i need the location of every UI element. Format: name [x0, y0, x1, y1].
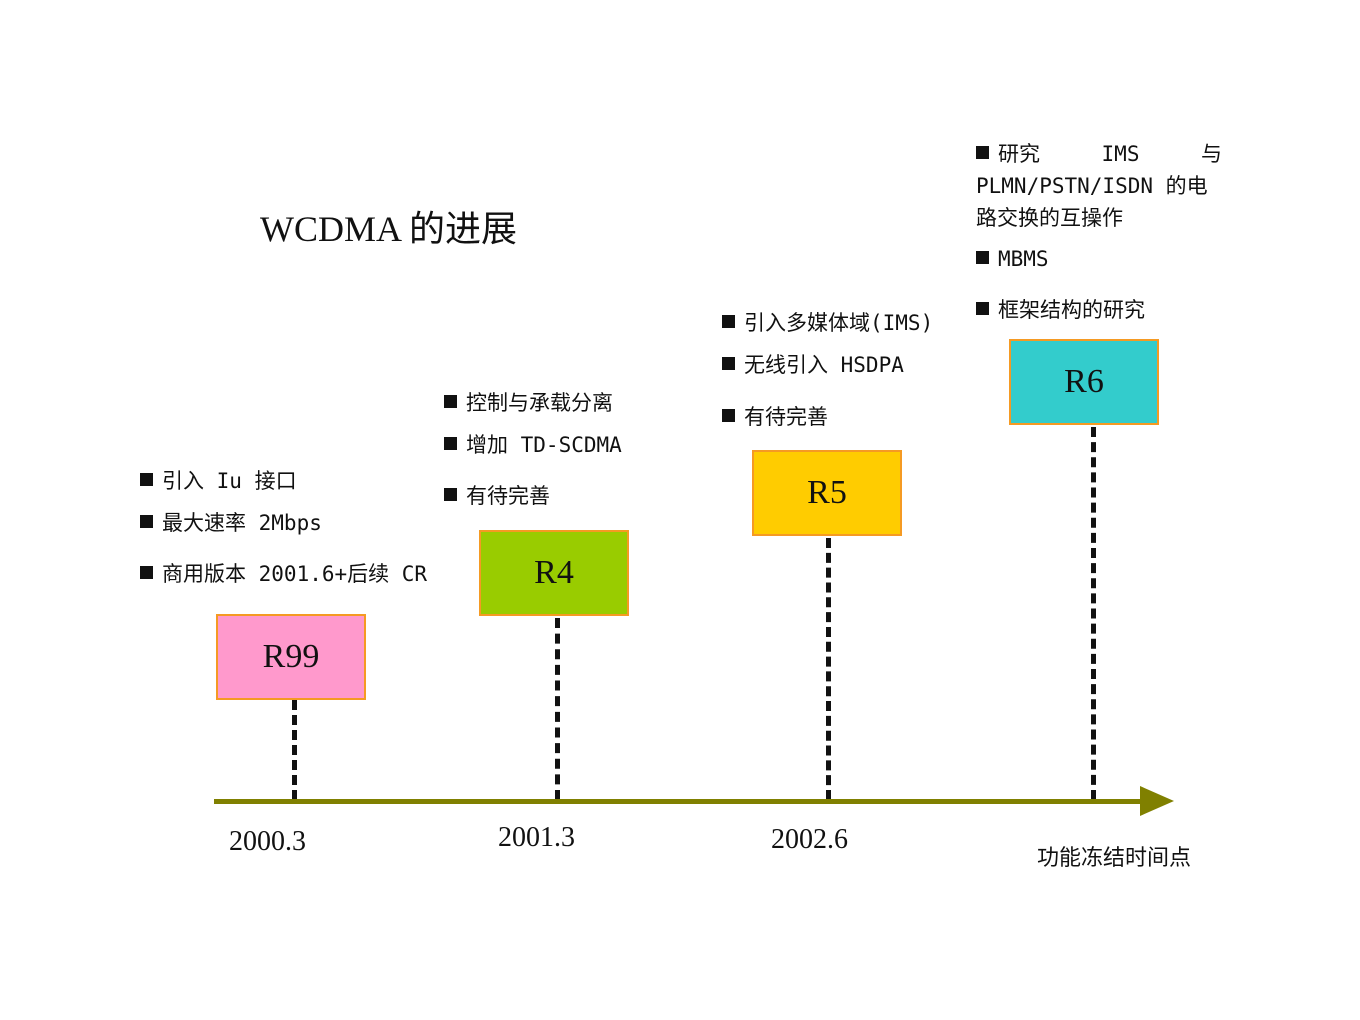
r99-bullet-2: 最大速率 2Mbps	[140, 510, 322, 536]
r4-bullet-3: 有待完善	[444, 483, 550, 509]
r6-dash-line	[1091, 427, 1096, 800]
bullet-square-icon	[444, 488, 457, 501]
page-title: WCDMA 的进展	[260, 209, 518, 249]
bullet-square-icon	[722, 357, 735, 370]
r5-bullet-2: 无线引入 HSDPA	[722, 352, 904, 378]
arrow-right-icon	[1140, 786, 1174, 816]
timeline-axis	[214, 799, 1144, 804]
bullet-square-icon	[140, 566, 153, 579]
r4-bullet-1: 控制与承载分离	[444, 390, 613, 416]
r6-bullet-1-line-3: 路交换的互操作	[976, 206, 1123, 230]
r6-bullet-2: MBMS	[976, 246, 1049, 272]
date-label-r99: 2000.3	[229, 826, 306, 857]
bullet-square-icon	[444, 395, 457, 408]
r99-bullet-1: 引入 Iu 接口	[140, 468, 297, 494]
r6-bullet-3: 框架结构的研究	[976, 297, 1145, 323]
r6-bullet-1-line-1: 研究 IMS 与	[976, 138, 1222, 170]
r99-box: R99	[216, 614, 366, 700]
bullet-square-icon	[976, 146, 989, 159]
r6-bullet-1: 研究 IMS 与 PLMN/PSTN/ISDN 的电 路交换的互操作	[976, 138, 1222, 234]
axis-label: 功能冻结时间点	[1037, 846, 1192, 871]
bullet-square-icon	[444, 437, 457, 450]
r6-box: R6	[1009, 339, 1159, 425]
date-label-r5: 2002.6	[771, 824, 848, 855]
r5-dash-line	[826, 538, 831, 800]
r4-bullet-2: 增加 TD-SCDMA	[444, 432, 622, 458]
bullet-square-icon	[976, 251, 989, 264]
bullet-square-icon	[722, 409, 735, 422]
r4-box: R4	[479, 530, 629, 616]
bullet-square-icon	[722, 315, 735, 328]
date-label-r4: 2001.3	[498, 822, 575, 853]
r4-dash-line	[555, 618, 560, 800]
r99-dash-line	[292, 700, 297, 800]
r5-bullet-1: 引入多媒体域(IMS)	[722, 310, 933, 336]
bullet-square-icon	[140, 515, 153, 528]
r6-bullet-1-line-2: PLMN/PSTN/ISDN 的电	[976, 174, 1208, 198]
r5-bullet-3: 有待完善	[722, 404, 828, 430]
r5-box: R5	[752, 450, 902, 536]
bullet-square-icon	[976, 302, 989, 315]
r99-bullet-3: 商用版本 2001.6+后续 CR	[140, 561, 427, 587]
bullet-square-icon	[140, 473, 153, 486]
